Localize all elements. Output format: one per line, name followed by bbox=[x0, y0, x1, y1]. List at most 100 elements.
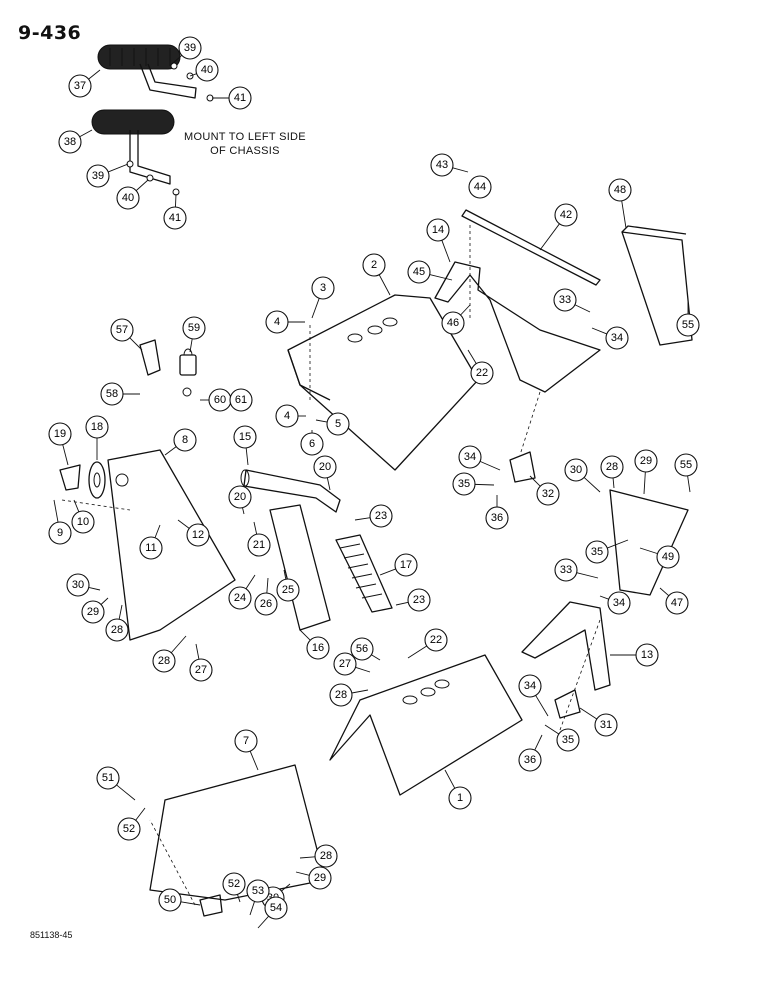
callout-50: 50 bbox=[158, 888, 201, 912]
callout-23: 23 bbox=[354, 504, 393, 528]
callout-circle bbox=[313, 455, 337, 479]
callout-leader bbox=[378, 274, 391, 296]
callout-leader bbox=[371, 654, 381, 661]
callout-39: 39 bbox=[171, 36, 202, 65]
callout-label: 8 bbox=[182, 434, 188, 446]
callout-label: 47 bbox=[671, 597, 683, 609]
callout-3: 3 bbox=[311, 276, 335, 319]
callout-label: 23 bbox=[413, 594, 425, 606]
callout-circle bbox=[246, 879, 270, 903]
callout-label: 28 bbox=[158, 655, 170, 667]
callout-leader bbox=[88, 586, 101, 591]
callout-circle bbox=[96, 766, 120, 790]
callout-circle bbox=[229, 388, 253, 412]
callout-leader bbox=[643, 471, 646, 495]
callout-leader bbox=[249, 750, 259, 771]
panel-7 bbox=[149, 764, 326, 901]
callout-label: 11 bbox=[145, 542, 156, 554]
callout-leader bbox=[108, 163, 129, 173]
callout-leader bbox=[175, 193, 177, 208]
callout-35: 35 bbox=[585, 539, 629, 564]
panel-1 bbox=[329, 654, 523, 796]
callout-1: 1 bbox=[444, 769, 472, 810]
document-code: 851138-45 bbox=[30, 930, 73, 940]
callout-11: 11 bbox=[139, 524, 163, 560]
panel-48 bbox=[621, 225, 693, 346]
callout-label: 38 bbox=[64, 136, 76, 148]
callout-label: 27 bbox=[339, 658, 351, 670]
callout-circle bbox=[350, 637, 374, 661]
hose-17 bbox=[335, 534, 393, 613]
callout-leader bbox=[135, 179, 149, 191]
callout-circle bbox=[228, 586, 252, 610]
callout-label: 60 bbox=[214, 394, 226, 406]
callout-label: 36 bbox=[491, 512, 503, 524]
callout-label: 34 bbox=[524, 680, 536, 692]
callout-circle bbox=[426, 218, 450, 242]
callout-40: 40 bbox=[116, 179, 149, 210]
callout-leader bbox=[283, 569, 287, 580]
callout-leader bbox=[266, 577, 269, 594]
callout-label: 10 bbox=[77, 516, 89, 528]
callout-leader bbox=[576, 572, 599, 579]
callout-circle bbox=[635, 643, 659, 667]
callout-22: 22 bbox=[407, 628, 448, 659]
callout-label: 61 bbox=[235, 394, 247, 406]
callout-circle bbox=[369, 504, 393, 528]
callout-label: 39 bbox=[92, 170, 104, 182]
callout-leader bbox=[407, 645, 427, 659]
bracket-31 bbox=[554, 689, 581, 719]
callout-label: 20 bbox=[234, 491, 246, 503]
callout-leader bbox=[534, 734, 543, 751]
callout-label: 22 bbox=[476, 367, 488, 379]
callout-leader bbox=[79, 129, 93, 138]
callout-circle bbox=[66, 573, 90, 597]
callout-circle bbox=[468, 175, 492, 199]
callout-42: 42 bbox=[539, 203, 578, 251]
callout-circle bbox=[518, 748, 542, 772]
callout-leader bbox=[295, 871, 310, 876]
callout-circle bbox=[333, 652, 357, 676]
callout-52: 52 bbox=[117, 807, 146, 841]
callout-leader bbox=[460, 304, 471, 316]
callout-label: 21 bbox=[253, 539, 265, 551]
callout-circle bbox=[182, 316, 206, 340]
guide-lines bbox=[61, 225, 601, 906]
callout-label: 6 bbox=[309, 438, 315, 450]
callout-label: 15 bbox=[239, 431, 251, 443]
plate-57 bbox=[139, 339, 161, 376]
callout-35: 35 bbox=[544, 724, 580, 752]
callout-leader bbox=[607, 539, 629, 549]
callout-circle bbox=[300, 432, 324, 456]
callout-25: 25 bbox=[276, 569, 300, 602]
callout-label: 2 bbox=[371, 259, 377, 271]
callout-leader bbox=[612, 477, 615, 489]
callout-circle bbox=[665, 591, 689, 615]
callout-label: 9 bbox=[57, 527, 63, 539]
callout-circle bbox=[254, 592, 278, 616]
callout-label: 36 bbox=[524, 754, 536, 766]
callout-label: 30 bbox=[72, 579, 84, 591]
callout-circle bbox=[189, 658, 213, 682]
clip-50 bbox=[199, 894, 223, 917]
callout-label: 44 bbox=[474, 181, 486, 193]
callout-label: 4 bbox=[284, 410, 290, 422]
callout-55: 55 bbox=[676, 300, 700, 337]
callout-circle bbox=[452, 472, 476, 496]
callout-circle bbox=[407, 588, 431, 612]
callout-circle bbox=[441, 311, 465, 335]
callout-leader bbox=[583, 477, 601, 493]
callout-circle bbox=[158, 888, 182, 912]
callout-leader bbox=[118, 604, 123, 620]
callout-circle bbox=[48, 422, 72, 446]
callout-label: 33 bbox=[560, 564, 572, 576]
callout-label: 3 bbox=[320, 282, 326, 294]
callout-circle bbox=[554, 558, 578, 582]
callout-28: 28 bbox=[299, 844, 338, 868]
mount-note: MOUNT TO LEFT SIDE OF CHASSIS bbox=[184, 130, 306, 158]
callout-label: 49 bbox=[662, 551, 674, 563]
callout-circle bbox=[407, 260, 431, 284]
callout-leader bbox=[62, 444, 69, 466]
callout-leader bbox=[154, 524, 161, 538]
